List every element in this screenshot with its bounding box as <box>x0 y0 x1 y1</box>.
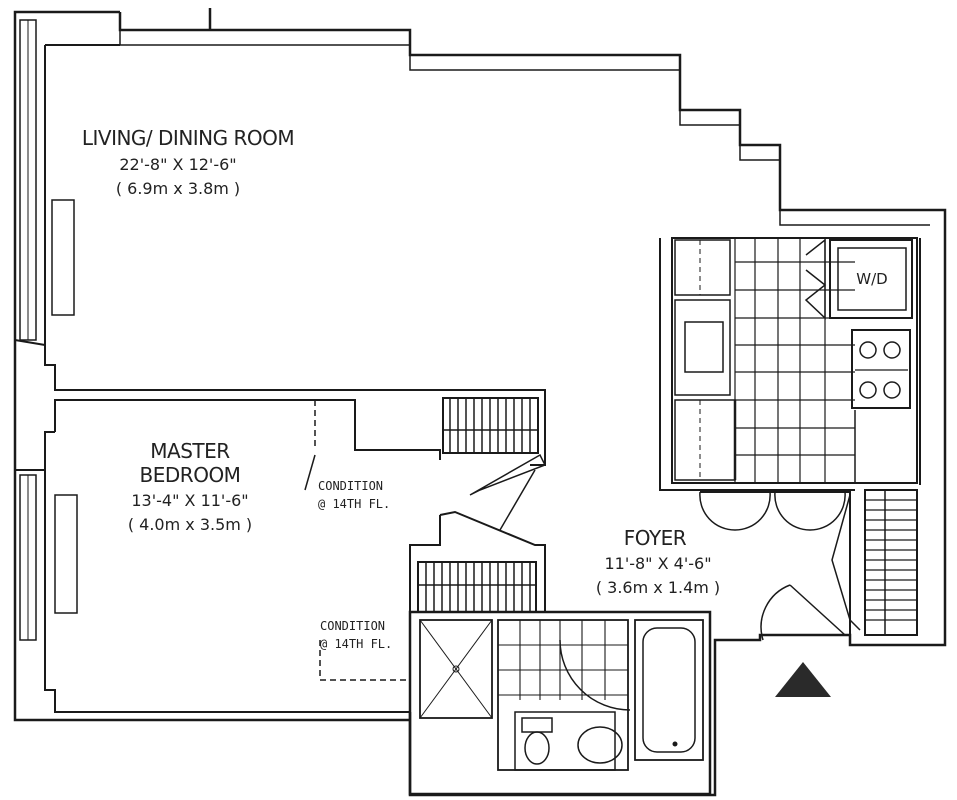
burner-3 <box>859 381 877 399</box>
closet-lower <box>417 510 546 613</box>
foyer-dims-metric: ( 3.6m x 1.4m ) <box>596 578 720 597</box>
condition-note-b-line2: @ 14TH FL. <box>320 637 392 651</box>
kitchen <box>671 237 918 484</box>
foyer-dims-imperial: 11'-8" X 4'-6" <box>604 554 711 573</box>
outer-wall-inner <box>119 22 930 226</box>
living-room-dims-metric: ( 6.9m x 3.8m ) <box>116 179 240 198</box>
closet-right <box>831 489 918 636</box>
bedroom-walls <box>44 399 441 713</box>
condition-note-b-line1: CONDITION <box>320 619 385 633</box>
shower <box>419 619 493 719</box>
bathroom <box>408 610 712 796</box>
sink <box>684 321 724 373</box>
kitchen-outline <box>671 237 918 484</box>
entry-marker-icon <box>775 662 831 697</box>
toilet-tank <box>521 717 553 733</box>
bedroom-dims-imperial: 13'-4" X 11'-6" <box>131 491 248 510</box>
left-windows <box>14 19 78 641</box>
foyer-closet-doors <box>699 491 850 531</box>
heater-upper <box>51 199 75 316</box>
bedroom-name-line1: MASTER <box>150 439 230 463</box>
entry-door <box>760 584 846 641</box>
range <box>851 329 911 409</box>
condition-note-a-line2: @ 14TH FL. <box>318 497 390 511</box>
burner-1 <box>859 341 877 359</box>
condition-note-a-line1: CONDITION <box>318 479 383 493</box>
bedroom-name-line2: BEDROOM <box>140 463 241 487</box>
basin <box>577 726 623 764</box>
closet-upper <box>442 397 547 531</box>
foyer-name: FOYER <box>624 526 687 550</box>
kitchen-tiles <box>734 238 855 483</box>
washer-dryer-label: W/D <box>856 270 887 288</box>
fridge <box>674 399 736 481</box>
toilet-bowl <box>524 731 550 765</box>
living-room-dims-imperial: 22'-8" X 12'-6" <box>119 155 236 174</box>
bath-tiles <box>498 620 628 700</box>
bathtub <box>634 619 704 761</box>
vanity <box>514 711 616 771</box>
burner-4 <box>883 381 901 399</box>
living-room-name: LIVING/ DINING ROOM <box>82 126 294 150</box>
burner-2 <box>883 341 901 359</box>
heater-lower <box>54 494 78 614</box>
bedroom-dims-metric: ( 4.0m x 3.5m ) <box>128 515 252 534</box>
washer-dryer <box>829 239 913 319</box>
